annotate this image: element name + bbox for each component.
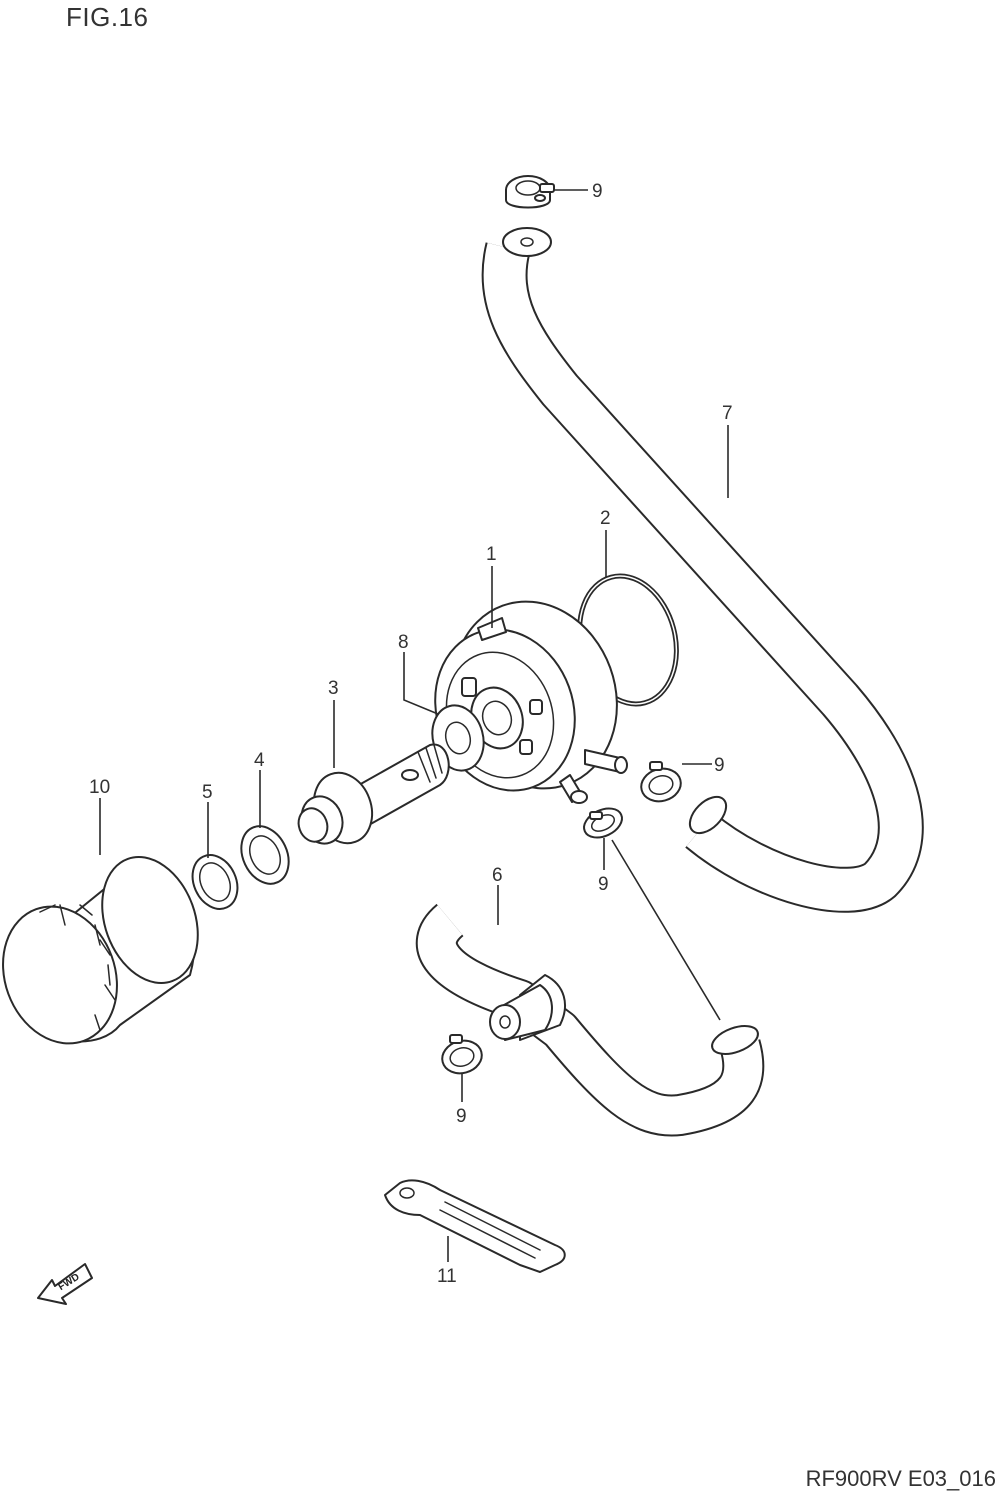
callout-6: 6 [492,865,503,886]
callout-9-right: 9 [714,755,725,776]
callout-8: 8 [398,632,409,653]
callout-4: 4 [254,750,265,771]
callout-10: 10 [89,777,110,798]
figure-title: FIG.16 [66,2,149,32]
leader-lines [99,189,729,1262]
hose-7[interactable] [481,227,924,913]
callout-9-lower: 9 [456,1106,467,1127]
clamp-9-right[interactable] [638,761,685,806]
hose-6[interactable] [415,903,765,1137]
clamp-9-middle[interactable] [579,803,626,843]
callout-1: 1 [486,544,497,565]
o-ring-5[interactable] [184,848,246,917]
gasket-4[interactable] [232,819,297,892]
callout-2: 2 [600,508,611,529]
callout-9-top: 9 [592,181,603,202]
oil-filter-10[interactable] [0,844,215,1060]
figure-code: RF900RV E03_016 [805,1466,996,1491]
callout-labels: 1 2 3 4 5 6 7 8 9 9 9 9 10 11 [89,181,733,1287]
union-bolt-3[interactable] [294,743,450,852]
bracket-11[interactable] [384,1179,566,1273]
callout-9-middle: 9 [598,874,609,895]
callout-5: 5 [202,782,213,803]
clamp-9-top[interactable] [505,175,555,209]
callout-11: 11 [437,1266,457,1287]
callout-7: 7 [722,403,733,424]
clamp-9-lower[interactable] [439,1034,486,1078]
forward-arrow-icon: FWD [37,1263,93,1305]
callout-3: 3 [328,678,339,699]
